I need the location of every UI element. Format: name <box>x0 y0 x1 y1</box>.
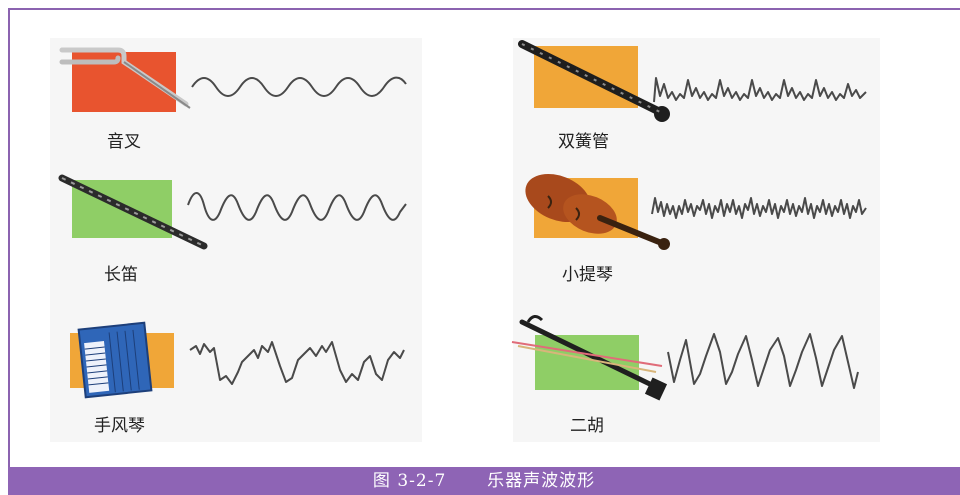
bassoon-waveform <box>653 77 867 103</box>
erhu-icon <box>511 315 668 401</box>
erhu-box <box>535 335 639 390</box>
figure-caption: 图 3-2-7 乐器声波波形 <box>8 467 960 495</box>
tuning-fork-waveform <box>191 76 407 97</box>
flute-icon <box>58 174 208 250</box>
instrument-illustrations <box>58 40 867 401</box>
flute-waveform <box>187 192 407 221</box>
erhu-label: 二胡 <box>570 416 604 436</box>
flute-label: 长笛 <box>104 265 138 285</box>
figure-number: 图 3-2-7 <box>372 471 447 491</box>
tuning-fork-icon <box>59 47 191 109</box>
bassoon-label: 双簧管 <box>558 132 609 152</box>
violin-icon <box>525 173 670 250</box>
violin-label: 小提琴 <box>562 265 613 285</box>
bassoon-icon <box>518 40 670 122</box>
violin-waveform <box>651 197 867 219</box>
accordion-waveform <box>189 341 405 385</box>
tuning-fork-label: 音叉 <box>107 132 141 152</box>
accordion-icon <box>77 321 153 399</box>
figure-title: 乐器声波波形 <box>487 471 596 491</box>
erhu-waveform <box>667 333 859 389</box>
accordion-label: 手风琴 <box>94 416 145 436</box>
